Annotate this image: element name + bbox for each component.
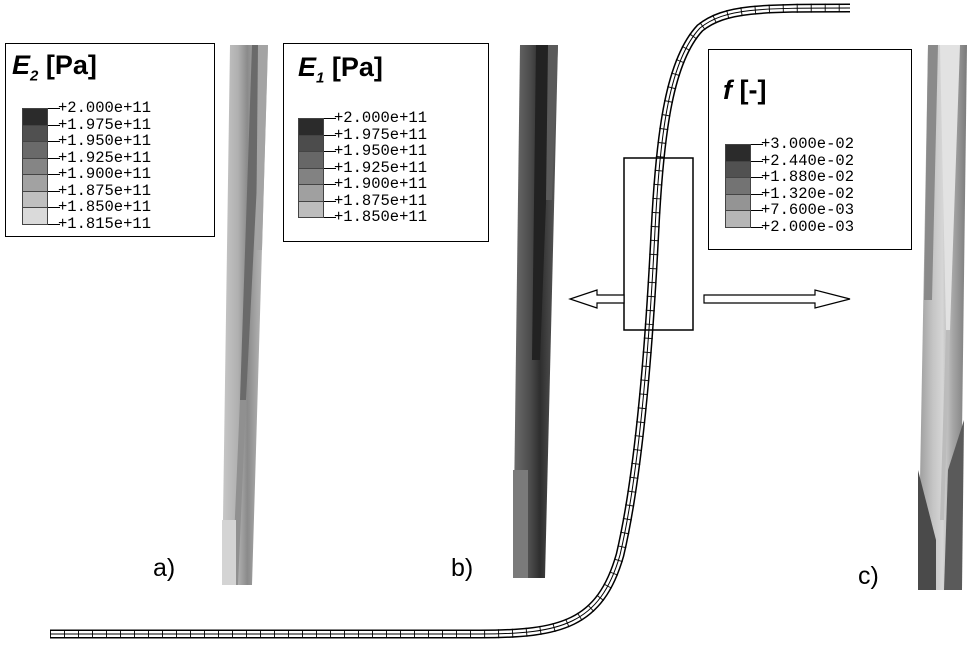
legend-value: +1.975e+11 bbox=[58, 115, 152, 134]
legend-swatch bbox=[22, 108, 48, 126]
legend-value: +2.440e-02 bbox=[761, 151, 855, 170]
legend-tick bbox=[48, 141, 60, 142]
legend-swatch bbox=[22, 141, 48, 159]
legend-tick bbox=[48, 207, 60, 208]
legend-tick bbox=[751, 210, 763, 211]
legend-value: +1.850e+11 bbox=[58, 198, 152, 216]
legend-e1-title: E1 [Pa] bbox=[298, 52, 383, 87]
legend-value: +1.950e+11 bbox=[58, 132, 152, 150]
legend-swatch bbox=[22, 157, 48, 175]
legend-tick bbox=[751, 226, 763, 228]
legend-value: +1.925e+11 bbox=[58, 148, 152, 167]
legend-tick bbox=[751, 177, 763, 178]
legend-tick bbox=[751, 193, 763, 195]
legend-value: +1.850e+11 bbox=[334, 208, 428, 226]
panel-label-b: b) bbox=[451, 554, 474, 582]
legend-tick bbox=[751, 144, 763, 145]
panel-label-c: c) bbox=[858, 562, 879, 590]
legend-e2-title: E2 [Pa] bbox=[12, 50, 97, 85]
legend-swatch bbox=[22, 124, 48, 142]
legend-f-title: f [-] bbox=[723, 75, 767, 105]
legend-value: +1.815e+11 bbox=[58, 214, 152, 233]
legend-tick bbox=[751, 160, 763, 162]
specimen-b-contour bbox=[513, 45, 558, 578]
legend-swatch bbox=[22, 190, 48, 208]
legend-tick bbox=[48, 157, 60, 159]
legend-swatch bbox=[298, 200, 324, 218]
legend-e2: E2 [Pa] +2.000e+11+1.975e+11+1.950e+11+1… bbox=[5, 43, 215, 237]
panel-label-a: a) bbox=[153, 554, 176, 582]
legend-swatch bbox=[22, 174, 48, 192]
legend-tick bbox=[48, 124, 60, 126]
legend-value: +7.600e-03 bbox=[761, 201, 855, 219]
legend-f: f [-] +3.000e-02+2.440e-02+1.880e-02+1.3… bbox=[708, 49, 912, 250]
legend-swatch bbox=[298, 151, 324, 169]
legend-swatch bbox=[725, 210, 751, 228]
legend-value: +2.000e+11 bbox=[334, 109, 428, 127]
legend-tick bbox=[324, 118, 336, 119]
legend-value: +1.900e+11 bbox=[58, 165, 152, 183]
legend-tick bbox=[324, 217, 336, 218]
legend-value: +2.000e+11 bbox=[58, 99, 152, 117]
legend-value: +1.880e-02 bbox=[761, 168, 855, 186]
legend-swatch bbox=[298, 167, 324, 185]
zoom-region-box bbox=[623, 157, 694, 331]
tube-mesh bbox=[50, 3, 851, 639]
legend-swatch bbox=[298, 184, 324, 202]
legend-tick bbox=[324, 134, 336, 136]
legend-tick bbox=[324, 184, 336, 185]
legend-swatch bbox=[298, 118, 324, 136]
legend-tick bbox=[48, 223, 60, 225]
legend-swatch bbox=[725, 144, 751, 162]
legend-value: +1.975e+11 bbox=[334, 125, 428, 144]
legend-tick bbox=[324, 200, 336, 202]
arrow-left bbox=[568, 289, 625, 309]
legend-swatch bbox=[22, 207, 48, 225]
legend-tick bbox=[48, 190, 60, 192]
legend-value: +3.000e-02 bbox=[761, 135, 855, 153]
legend-swatch bbox=[725, 177, 751, 195]
legend-tick bbox=[48, 108, 60, 109]
legend-value: +1.950e+11 bbox=[334, 142, 428, 160]
legend-value: +2.000e-03 bbox=[761, 217, 855, 236]
legend-tick bbox=[324, 167, 336, 169]
specimen-a-contour bbox=[222, 45, 268, 585]
legend-value: +1.925e+11 bbox=[334, 158, 428, 177]
specimen-c-contour bbox=[918, 45, 967, 590]
tube-mesh-cells bbox=[50, 3, 851, 639]
legend-swatch bbox=[725, 160, 751, 178]
legend-tick bbox=[324, 151, 336, 152]
legend-value: +1.875e+11 bbox=[334, 191, 428, 210]
legend-value: +1.320e-02 bbox=[761, 184, 855, 203]
legend-e1: E1 [Pa] +2.000e+11+1.975e+11+1.950e+11+1… bbox=[283, 43, 489, 242]
arrow-right bbox=[703, 289, 851, 309]
legend-value: +1.900e+11 bbox=[334, 175, 428, 193]
legend-swatch bbox=[298, 134, 324, 152]
legend-value: +1.875e+11 bbox=[58, 181, 152, 200]
legend-swatch bbox=[725, 193, 751, 211]
legend-tick bbox=[48, 174, 60, 175]
